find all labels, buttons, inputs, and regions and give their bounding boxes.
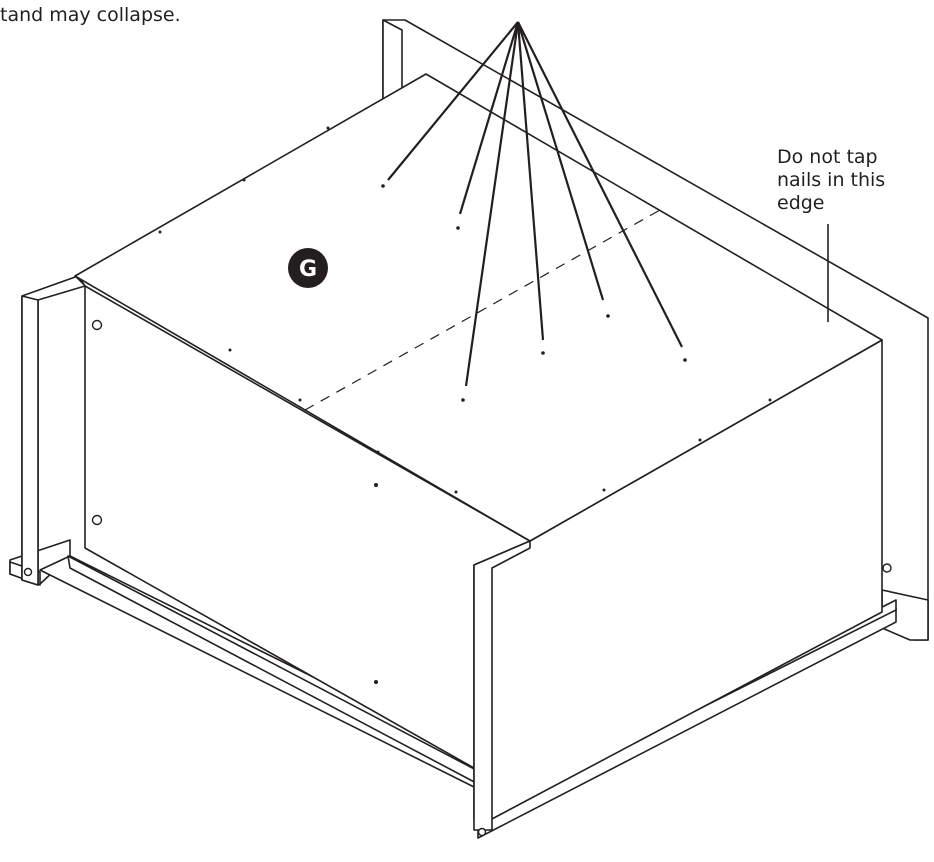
edge-note-line-2: nails in this — [777, 169, 886, 191]
top-panel-back-edge — [74, 275, 86, 287]
nail-holes — [158, 126, 772, 684]
edge-note-line-1: Do not tap — [777, 146, 878, 168]
left-upright-face — [21, 295, 39, 586]
part-label-g: G — [288, 248, 328, 288]
caption-top: tand may collapse. — [0, 4, 181, 26]
edge-note-line-3: edge — [777, 192, 825, 214]
nail-pointer-lines — [387, 21, 683, 387]
cam-bolts — [23, 319, 892, 837]
dashed-seam-line — [304, 209, 661, 411]
edge-note: Do not tap nails in this edge — [777, 146, 885, 215]
part-label-text: G — [299, 257, 317, 282]
